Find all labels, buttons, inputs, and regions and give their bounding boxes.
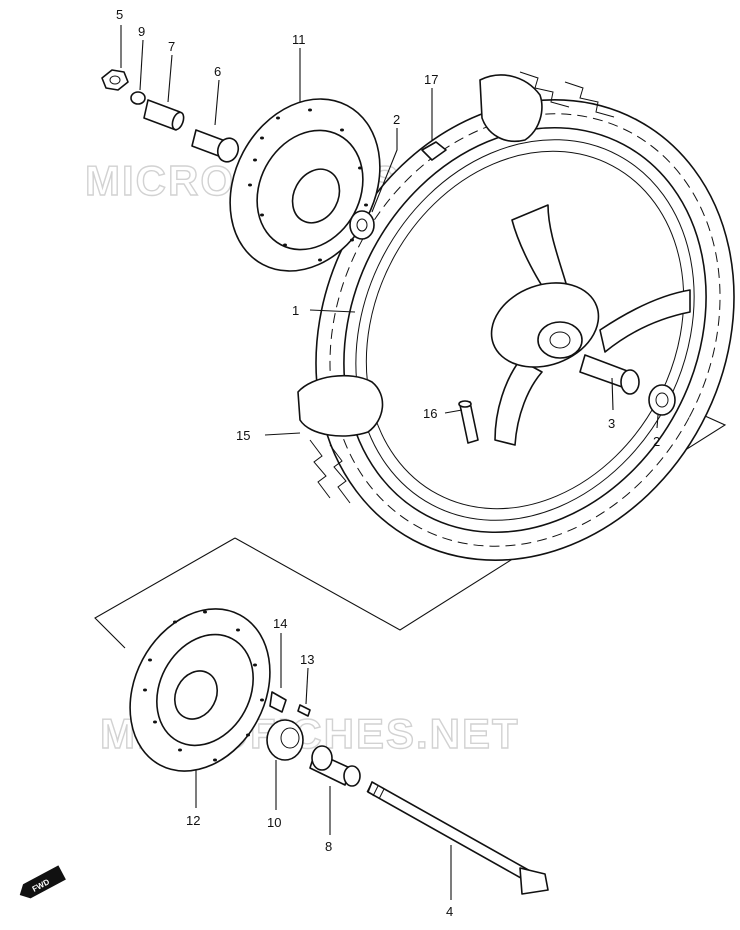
axle-nut [101,69,129,91]
assembly-guide-left [94,537,236,649]
callout-15: 15 [236,428,250,443]
callout-17: 17 [424,72,438,87]
callout-12: 12 [186,813,200,828]
callout-13: 13 [300,652,314,667]
wheel-spoke-right [599,289,691,353]
callout-11: 11 [292,32,306,47]
bearing-right [648,384,676,416]
callout-9: 9 [138,24,145,39]
callout-4: 4 [446,904,453,919]
callout-16: 16 [423,406,437,421]
callout-14: 14 [273,616,287,631]
callout-3: 3 [608,416,615,431]
wheel-spoke-bottom [494,359,543,446]
collar [191,129,240,163]
part-17 [421,141,447,161]
callout-2-top: 2 [393,112,400,127]
axle-spacer [309,745,361,787]
callout-5: 5 [116,7,123,22]
callout-7: 7 [168,39,175,54]
callout-2-right: 2 [653,434,660,449]
callout-6: 6 [214,64,221,79]
hub-center [537,321,583,359]
callout-1: 1 [292,303,299,318]
bearing-left [349,210,375,240]
distance-collar [579,354,640,395]
tire-section-bottom [297,374,384,437]
front-wheel-assembly [297,71,735,561]
bolt [297,704,311,717]
speedometer-gearbox [266,691,304,761]
tire-valve [458,400,479,444]
spacer [143,99,185,131]
washer [130,91,146,105]
front-axle [366,781,549,895]
tire-section-top [479,74,543,142]
callout-10: 10 [267,815,281,830]
fwd-arrow-icon: FWD [19,865,66,899]
brake-disc-left [129,608,271,772]
callout-8: 8 [325,839,332,854]
